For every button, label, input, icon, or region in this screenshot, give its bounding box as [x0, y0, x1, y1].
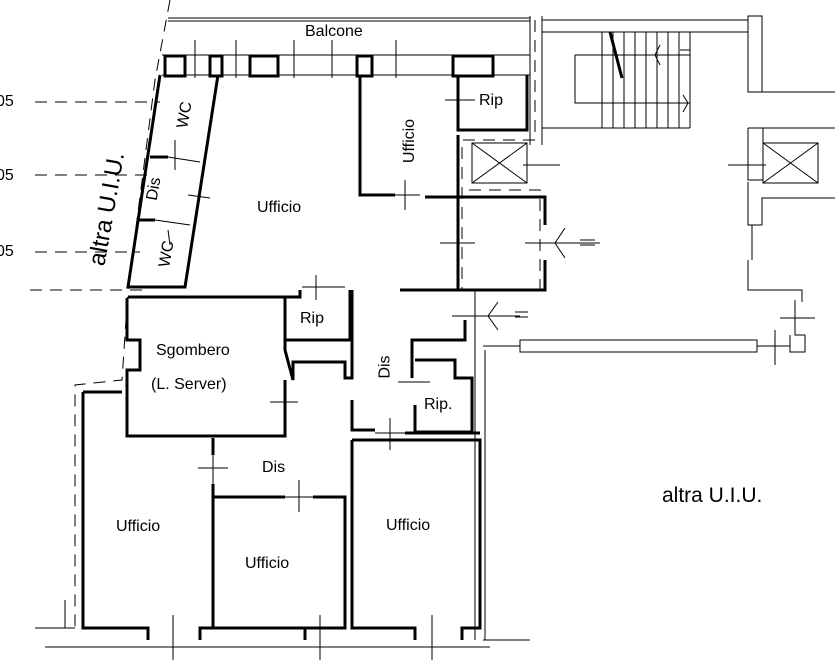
- label-balcone: Balcone: [305, 23, 363, 40]
- label-ufficio-main: Ufficio: [257, 199, 302, 216]
- dimension-label-2: 05: [0, 167, 14, 184]
- label-rip-mid: Rip: [300, 310, 325, 327]
- dimension-label-3: 05: [0, 243, 14, 260]
- label-ufficio-bottom-middle: Ufficio: [245, 555, 290, 572]
- label-sgombero: Sgombero: [156, 342, 230, 359]
- dimension-label-1: 05: [0, 93, 14, 110]
- label-dis-center: Dis: [262, 459, 286, 476]
- label-dis-vertical: Dis: [376, 355, 394, 379]
- label-rip-top: Rip: [479, 92, 504, 109]
- label-ufficio-bottom-left: Ufficio: [116, 518, 161, 535]
- label-server: (L. Server): [151, 376, 227, 393]
- label-ufficio-bottom-right: Ufficio: [386, 517, 431, 534]
- label-rip-dot: Rip.: [424, 396, 453, 413]
- label-ufficio-vertical: Ufficio: [401, 118, 419, 164]
- label-altra-uiu-right: altra U.I.U.: [662, 484, 763, 507]
